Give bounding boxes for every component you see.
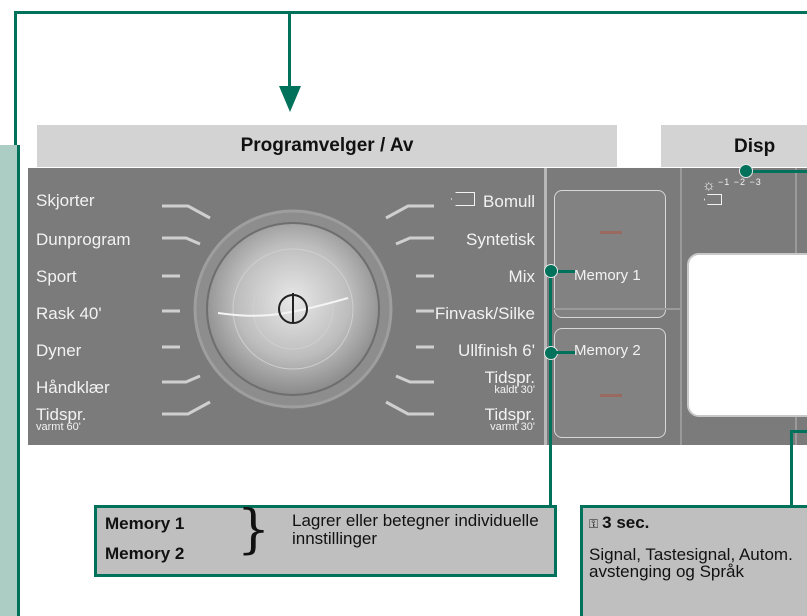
program-dial-area [162,204,434,416]
memory-1-led [600,231,622,234]
frame-top-line [14,11,807,14]
memory-separator [554,308,680,310]
panel-divider [680,168,682,445]
connector-dot-display [739,164,753,178]
bomull-icon-small [704,194,722,205]
program-dyner: Dyner [36,341,82,360]
connector-memory-v [549,270,552,507]
program-finvask-silke: Finvask/Silke [434,304,535,323]
program-rask-40: Rask 40' [36,304,102,323]
connector-settings-h [790,430,807,433]
left-sidebar [0,145,20,616]
bomull-icon [451,192,476,206]
memory-1-label: Memory 1 [574,267,641,284]
connector-settings-v [790,430,793,509]
program-tidspr-varmt-60: Tidspr.varmt 60' [36,405,87,433]
brace-icon: } [237,500,271,560]
brightness-levels: −1 −2 −3 [718,177,762,187]
connector-display-h [746,170,807,173]
memory-2-led [600,394,622,397]
brightness-icon: ☼ [702,177,716,194]
frame-left-line [14,11,17,145]
memory-callout: Memory 1 Memory 2 } Lagrer eller betegne… [94,500,557,577]
program-dunprogram: Dunprogram [36,230,131,249]
program-sport: Sport [36,267,77,286]
program-selector-header: Programvelger / Av [37,125,617,167]
program-tidspr-kaldt-30: Tidspr.kaldt 30' [484,368,535,396]
connector-memory-h2 [549,351,575,354]
program-tidspr-varmt-30: Tidspr.varmt 30' [484,405,535,433]
memory-1-button[interactable] [554,190,666,318]
key-icon: ⚿ [589,517,599,531]
memory-2-button[interactable] [554,328,666,438]
panel-divider [544,168,547,445]
control-panel: Skjorter Dunprogram Sport Rask 40' Dyner… [28,168,807,445]
connector-dot-mix [544,264,558,278]
callout-memory-1: Memory 1 [105,514,185,533]
connector-memory-h [549,270,575,273]
memory-2-label: Memory 2 [574,342,641,359]
arrow-head [279,86,301,112]
program-skjorter: Skjorter [36,191,95,210]
settings-duration: ⚿3 sec. [589,513,650,532]
program-ullfinish-6: Ullfinish 6' [458,341,535,360]
display-header: Disp [661,125,807,167]
program-handklaer: Håndklær [36,378,110,397]
arrow-stem [288,14,291,88]
program-mix: Mix [508,267,535,286]
callout-memory-description: Lagrer eller betegner individuelle innst… [292,511,539,548]
callout-memory-2: Memory 2 [105,544,185,563]
display-header-label: Disp [734,136,776,157]
display-screen [687,253,807,417]
program-syntetisk: Syntetisk [466,230,535,249]
settings-description: Signal, Tastesignal, Autom. avstenging o… [589,545,793,581]
settings-callout: ⚿3 sec. Signal, Tastesignal, Autom. avst… [580,505,807,616]
power-icon [278,293,308,324]
program-bomull: Bomull [451,192,535,210]
